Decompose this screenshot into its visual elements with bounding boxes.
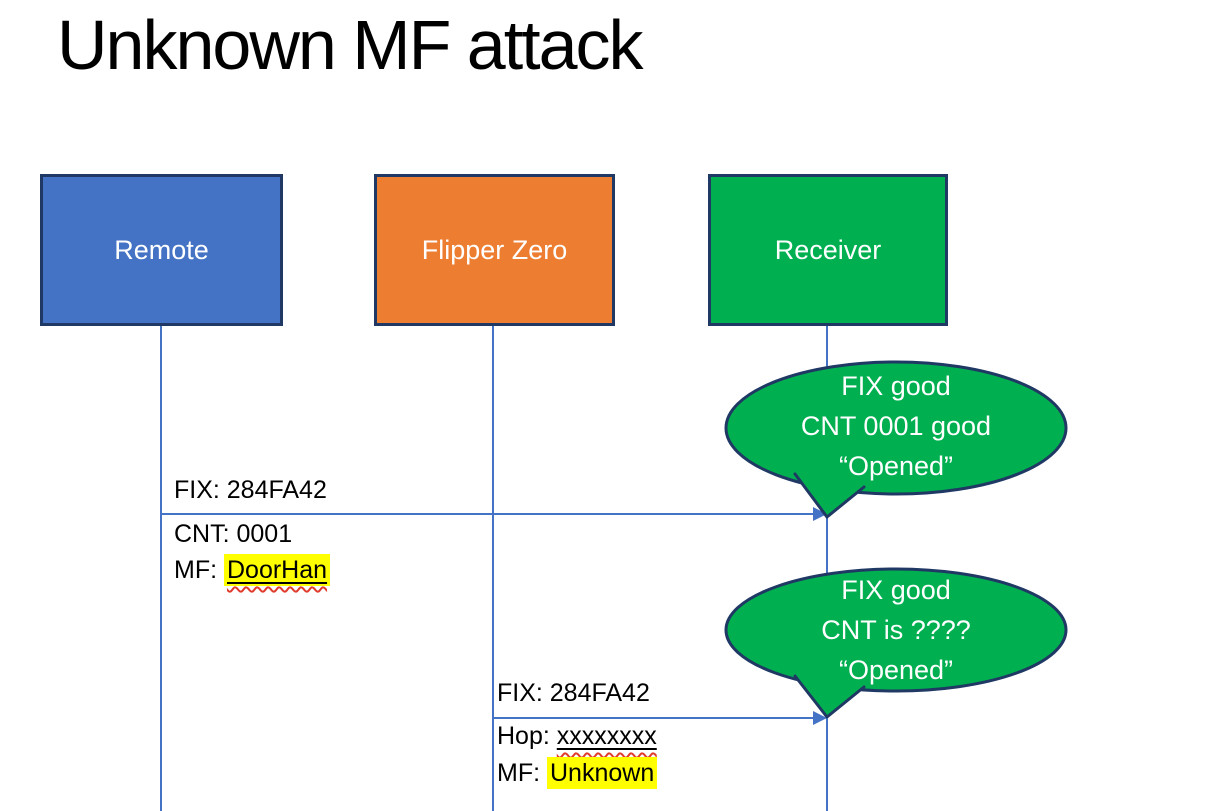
actor-label-receiver: Receiver <box>774 234 882 265</box>
message2-hop-value: xxxxxxxx <box>556 722 657 750</box>
speech-bubble-1-text: FIX good CNT 0001 good “Opened” <box>736 366 1056 486</box>
speech-bubble-1 <box>724 360 1068 519</box>
speech-bubble-2-line2: CNT is ???? <box>821 615 971 645</box>
message1-mf-value: DoorHan <box>227 556 328 584</box>
actor-box-flipper-zero: Flipper Zero <box>374 174 615 326</box>
actor-label-flipper-zero: Flipper Zero <box>421 234 568 265</box>
actor-box-receiver: Receiver <box>708 174 948 326</box>
message1-mf-value-highlight: DoorHan <box>224 554 331 586</box>
speech-bubble-2-text: FIX good CNT is ???? “Opened” <box>736 570 1056 690</box>
speech-bubble-1-line3: “Opened” <box>838 451 954 481</box>
message1-mf-label: MF: DoorHan <box>174 554 331 586</box>
message2-mf-label: MF: Unknown <box>497 757 658 789</box>
speech-bubble-2 <box>724 567 1068 719</box>
message1-mf-prefix: MF: <box>174 556 224 584</box>
page-title: Unknown MF attack <box>57 6 644 84</box>
speech-bubble-2-tail <box>793 674 866 719</box>
message-arrow-flipper-to-receiver <box>493 717 814 719</box>
speech-bubble-1-line1: FIX good <box>841 371 951 401</box>
message2-hop-value-squiggle: xxxxxxxx <box>557 722 657 750</box>
speech-bubble-1-ellipse <box>724 360 1068 496</box>
actor-box-remote: Remote <box>40 174 283 326</box>
message1-cnt-label: CNT: 0001 <box>174 520 293 548</box>
message2-hop-prefix: Hop: <box>497 722 557 750</box>
message2-mf-prefix: MF: <box>497 759 547 787</box>
lifeline-flipper-zero <box>492 326 494 811</box>
actor-label-remote: Remote <box>114 234 209 265</box>
speech-bubble-2-ellipse <box>724 567 1068 693</box>
speech-bubble-2-line1: FIX good <box>841 575 951 605</box>
message2-mf-value: Unknown <box>547 757 658 789</box>
message1-fix-label: FIX: 284FA42 <box>174 476 327 504</box>
lifeline-remote <box>160 326 162 811</box>
message2-hop-label: Hop: xxxxxxxx <box>497 722 657 751</box>
message2-fix-label: FIX: 284FA42 <box>497 679 650 707</box>
message-arrow-remote-to-receiver <box>161 513 814 515</box>
lifeline-receiver <box>826 326 828 811</box>
speech-bubble-2-line3: “Opened” <box>838 655 954 685</box>
speech-bubble-1-tail <box>793 472 866 519</box>
speech-bubble-1-line2: CNT 0001 good <box>800 411 992 441</box>
